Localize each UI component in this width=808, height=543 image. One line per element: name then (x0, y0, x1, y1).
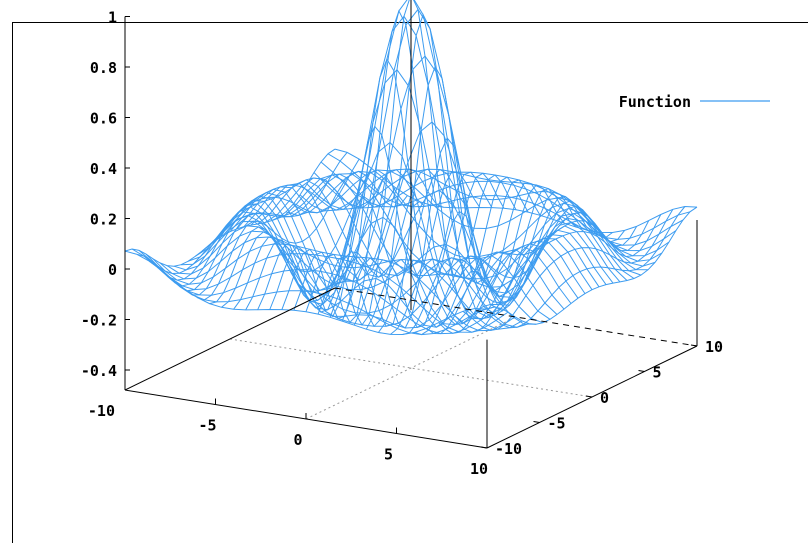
z-tick-label: -0.2 (81, 312, 117, 330)
mesh-line (136, 152, 348, 275)
z-tick-label: 0.6 (90, 110, 117, 128)
mesh-line (365, 188, 577, 330)
legend-label: Function (619, 93, 691, 111)
z-tick-label: 1 (108, 9, 117, 27)
legend: Function (619, 93, 770, 111)
x-tick-label: -10 (88, 402, 115, 420)
axes (124, 0, 698, 449)
back-left-edge (124, 287, 336, 391)
mesh-line (486, 206, 698, 325)
z-tick-label: -0.4 (81, 362, 117, 380)
y-tick-label: -5 (548, 415, 566, 433)
y-tick-label: 5 (653, 364, 662, 382)
y-tick-mark (585, 395, 593, 398)
mesh-line (281, 57, 493, 320)
x-tick-label: -5 (198, 417, 216, 435)
mesh-line (377, 191, 589, 333)
mesh-line (450, 214, 662, 333)
y-tick-mark (638, 370, 645, 372)
mesh-line (160, 167, 372, 287)
plot-border (12, 22, 808, 543)
y-tick-mark (690, 344, 698, 347)
mesh-line (257, 168, 469, 313)
z-tick-label: 0 (108, 261, 117, 279)
mesh-line (426, 212, 638, 335)
x-tick-label: 5 (384, 446, 393, 464)
y-tick-label: -10 (495, 440, 522, 458)
mesh-line (245, 168, 457, 311)
mesh-line (317, 13, 529, 328)
mesh-line (124, 148, 336, 267)
grid-line-y0 (229, 338, 593, 398)
x-tick-label: 0 (293, 431, 302, 449)
y-tick-mark (533, 421, 540, 423)
mesh-line (305, 0, 517, 326)
mesh-line (341, 137, 553, 329)
base-grid (229, 316, 593, 420)
mesh-line (293, 9, 505, 324)
z-tick-label: 0.2 (90, 211, 117, 229)
grid-line-x0 (305, 316, 517, 420)
mesh-line (172, 177, 384, 292)
tick-labels: -5 0 5 10 -10 -10 -5 0 5 10 1 0.8 0.6 0.4 0.2 0 -0.2 -0.4 (81, 9, 723, 479)
mesh-line (209, 169, 420, 305)
x-tick-label: 10 (470, 460, 488, 478)
window-top-strip (0, 0, 808, 22)
y-tick-label: 10 (705, 338, 723, 356)
mesh-line (329, 65, 541, 327)
z-tick-label: 0.8 (90, 59, 117, 77)
z-tick-label: 0.4 (90, 160, 117, 178)
mesh-line (390, 196, 601, 335)
mesh-line (402, 200, 613, 335)
surface-mesh (124, 0, 698, 336)
mesh-line (353, 184, 565, 328)
mesh-line (148, 158, 360, 281)
mesh-line (197, 170, 408, 301)
mesh-line (474, 206, 686, 329)
mesh-line (462, 209, 674, 331)
mesh-line (438, 220, 650, 334)
y-tick-label: 0 (600, 389, 609, 407)
mesh-line (184, 173, 396, 296)
y-tick-mark (480, 446, 488, 449)
